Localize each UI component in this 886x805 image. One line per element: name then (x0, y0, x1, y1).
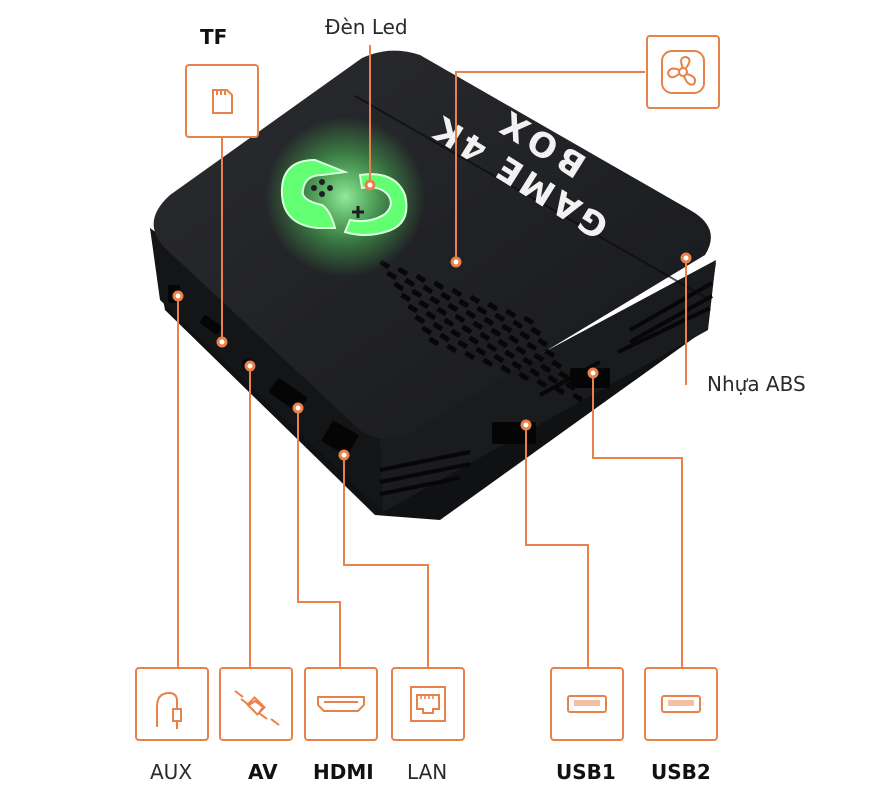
grille-hole (447, 303, 458, 312)
grille-hole (428, 337, 439, 346)
grille-hole (450, 329, 461, 338)
grille-hole (414, 315, 425, 324)
callout-fan (455, 71, 645, 262)
grille-hole (454, 314, 465, 323)
grille-hole (422, 285, 433, 294)
callout-dots (172, 179, 692, 461)
grille-hole (407, 304, 418, 313)
grille-hole (451, 288, 462, 297)
grille-hole (529, 368, 540, 377)
av-plug-icon (219, 667, 293, 741)
grille-hole (483, 317, 494, 326)
grille-hole (493, 354, 504, 363)
grille-hole (572, 393, 583, 402)
grille-hole (536, 379, 547, 388)
grille-hole (558, 371, 569, 380)
grille-hole (439, 333, 450, 342)
grille-hole (486, 343, 497, 352)
grille-hole (518, 372, 529, 381)
grille-hole (551, 360, 562, 369)
grille-hole (415, 274, 426, 283)
grille-hole (511, 361, 522, 370)
label-tf: TF (200, 25, 228, 49)
grille-hole (425, 311, 436, 320)
aux-cable-icon (135, 667, 209, 741)
grille-hole (476, 306, 487, 315)
grille-hole (404, 278, 415, 287)
hdmi-port-icon (304, 667, 378, 741)
label-led: Đèn Led (325, 15, 408, 39)
grille-hole (533, 353, 544, 362)
label-av: AV (248, 760, 278, 784)
grille-hole (490, 328, 501, 337)
grille-hole (446, 344, 457, 353)
grille-hole (436, 307, 447, 316)
grille-hole (500, 365, 511, 374)
grille-hole (523, 316, 534, 325)
label-hdmi: HDMI (313, 760, 374, 784)
grille-hole (482, 358, 493, 367)
grille-hole (400, 293, 411, 302)
led-logo (265, 117, 425, 277)
grille-hole (393, 282, 404, 291)
callout-lan (343, 455, 429, 667)
grille-hole (487, 302, 498, 311)
grille-hole (468, 336, 479, 345)
grille-hole (440, 292, 451, 301)
callout-usb1 (525, 425, 589, 667)
callout-lines (177, 45, 687, 667)
grille-hole (429, 296, 440, 305)
grille-hole (433, 281, 444, 290)
grille-hole (464, 351, 475, 360)
callout-usb2 (592, 373, 683, 667)
label-lan: LAN (407, 760, 448, 784)
grille-hole (457, 340, 468, 349)
grille-hole (386, 271, 397, 280)
fan-icon (646, 35, 720, 109)
grille-hole (397, 267, 408, 276)
grille-hole (469, 295, 480, 304)
grille-hole (565, 382, 576, 391)
grille-hole (494, 313, 505, 322)
grille-hole (537, 338, 548, 347)
grille-hole (472, 321, 483, 330)
grille-hole (479, 332, 490, 341)
grille-hole (530, 327, 541, 336)
grille-hole (501, 324, 512, 333)
callout-hdmi (297, 408, 341, 667)
grille-hole (508, 335, 519, 344)
grille-hole (497, 339, 508, 348)
grille-hole (515, 346, 526, 355)
usb-port-icon (550, 667, 624, 741)
grille-hole (547, 375, 558, 384)
tv-box-device: GAME 4K BOX (150, 50, 716, 520)
label-aux: AUX (150, 760, 193, 784)
grille-hole (519, 331, 530, 340)
grille-hole (526, 342, 537, 351)
grille-hole (475, 347, 486, 356)
grille-hole (465, 310, 476, 319)
ethernet-port-icon (391, 667, 465, 741)
grille-hole (418, 300, 429, 309)
grille-hole (458, 299, 469, 308)
label-usb2: USB2 (651, 760, 711, 784)
label-usb1: USB1 (556, 760, 616, 784)
usb-port-icon (644, 667, 718, 741)
grille-hole (443, 318, 454, 327)
grille-hole (432, 322, 443, 331)
label-abs: Nhựa ABS (707, 372, 806, 396)
grille-hole (554, 386, 565, 395)
grille-hole (461, 325, 472, 334)
grille-hole (411, 289, 422, 298)
grille-hole (504, 350, 515, 359)
grille-hole (421, 326, 432, 335)
sd-card-icon (185, 64, 259, 138)
grille-hole (544, 349, 555, 358)
grille-hole (505, 309, 516, 318)
grille-hole (540, 364, 551, 373)
grille-hole (512, 320, 523, 329)
grille-hole (522, 357, 533, 366)
